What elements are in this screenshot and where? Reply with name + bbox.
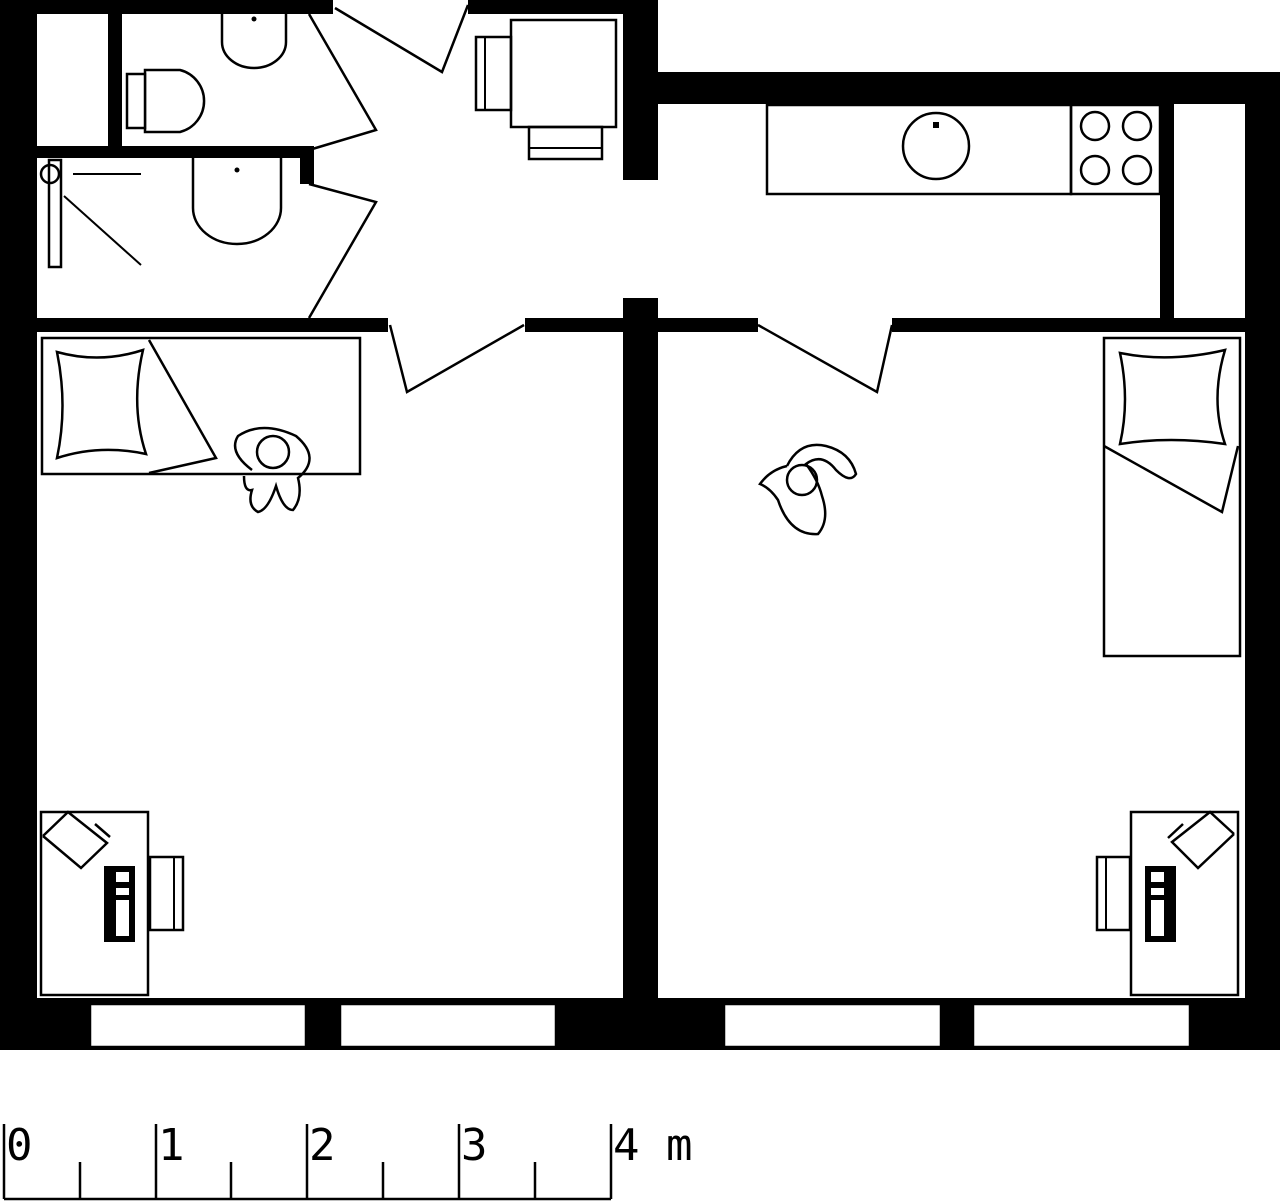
scale-label-3: 3 xyxy=(461,1120,488,1171)
doors xyxy=(307,4,894,394)
scale-label-1: 1 xyxy=(158,1120,185,1171)
scale-bar: 0 1 2 3 4 m xyxy=(2,1120,692,1201)
right-room xyxy=(758,336,1242,997)
shower-room xyxy=(39,158,283,269)
kitchen xyxy=(765,103,1162,196)
toilet-room xyxy=(125,14,288,134)
dining-table xyxy=(474,18,618,161)
scale-label-0: 0 xyxy=(6,1120,33,1171)
windows xyxy=(88,1002,1192,1049)
scale-label-2: 2 xyxy=(309,1120,336,1171)
scale-label-4m: 4 m xyxy=(613,1120,692,1171)
left-room xyxy=(39,336,362,997)
